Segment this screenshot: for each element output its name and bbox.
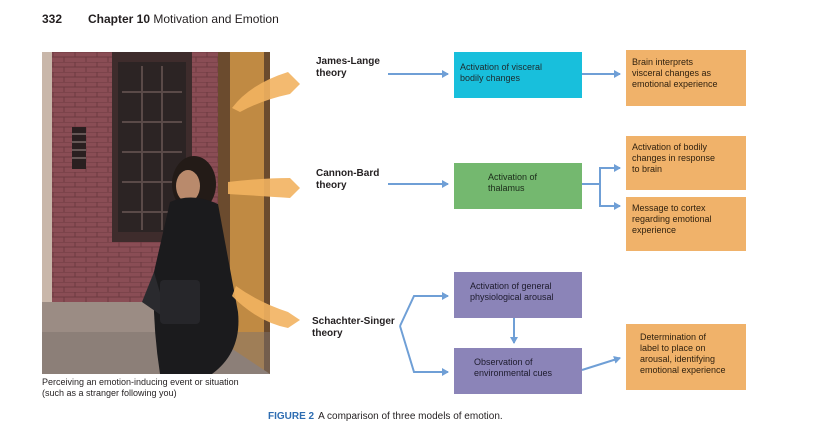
arrow-ss-to-arousal [399,292,449,327]
schachter-singer-label: Schachter-Singer theory [312,316,395,340]
arrow-thalamus-to-bodily [582,164,621,185]
box-line: emotional experience [632,79,718,89]
box-line: Observation of [474,357,533,367]
box-line: visceral changes as [632,68,712,78]
box-line: to brain [632,164,663,174]
box-line: Message to cortex [632,203,706,213]
stranger-photo [42,52,270,374]
box-line: Activation of bodily [632,142,708,152]
photo-illustration [42,52,270,374]
cannon-bard-label: Cannon-Bard theory [316,168,379,192]
chapter-heading: Chapter 10 Motivation and Emotion [88,12,279,26]
box-line: Activation of [488,172,538,182]
box-line: environmental cues [474,368,553,378]
caption-line: (such as a stranger following you) [42,388,177,398]
theory-word: theory [316,180,347,191]
chapter-label: Chapter 10 [88,12,151,26]
box-line: label to place on [640,343,706,353]
theory-name: Schachter-Singer [312,316,395,327]
theory-word: theory [316,68,347,79]
box-line: arousal, identifying [640,354,716,364]
theory-word: theory [312,328,343,339]
box-thalamus: Activation of thalamus [454,163,582,209]
arrow-ss-to-cues [399,325,449,376]
box-line: physiological arousal [470,292,554,302]
james-lange-label: James-Lange theory [316,56,380,80]
chapter-title: Motivation and Emotion [153,12,279,26]
box-line: Activation of general [470,281,552,291]
arrow-cues-to-label [581,355,621,371]
caption-line: Perceiving an emotion-inducing event or … [42,377,239,387]
box-line: emotional experience [640,365,726,375]
callout-arrow-schachter [232,286,300,328]
box-line: changes in response [632,153,716,163]
box-line: bodily changes [460,73,521,83]
box-label-determination: Determination of label to place on arous… [626,324,746,390]
page-number: 332 [42,12,63,26]
arrow-thalamus-to-cortex [582,183,621,210]
callout-arrow-james-lange [232,72,300,112]
box-line: Determination of [640,332,707,342]
box-environmental-cues: Observation of environmental cues [454,348,582,394]
box-visceral-activation: Activation of visceral bodily changes [454,52,582,98]
photo-caption: Perceiving an emotion-inducing event or … [42,377,282,399]
box-general-arousal: Activation of general physiological arou… [454,272,582,318]
box-line: experience [632,225,677,235]
figure-label: FIGURE 2 [268,411,315,422]
box-line: Activation of visceral [460,62,543,72]
box-line: thalamus [488,183,525,193]
box-line: Brain interprets [632,57,694,67]
box-cortex-message: Message to cortex regarding emotional ex… [626,197,746,251]
box-brain-interprets: Brain interprets visceral changes as emo… [626,50,746,106]
theory-name: James-Lange [316,56,380,67]
box-line: regarding emotional [632,214,712,224]
callout-arrow-cannon-bard [228,178,300,198]
theory-name: Cannon-Bard [316,168,380,179]
box-bodily-changes: Activation of bodily changes in response… [626,136,746,190]
figure-caption-text: A comparison of three models of emotion. [318,411,503,422]
